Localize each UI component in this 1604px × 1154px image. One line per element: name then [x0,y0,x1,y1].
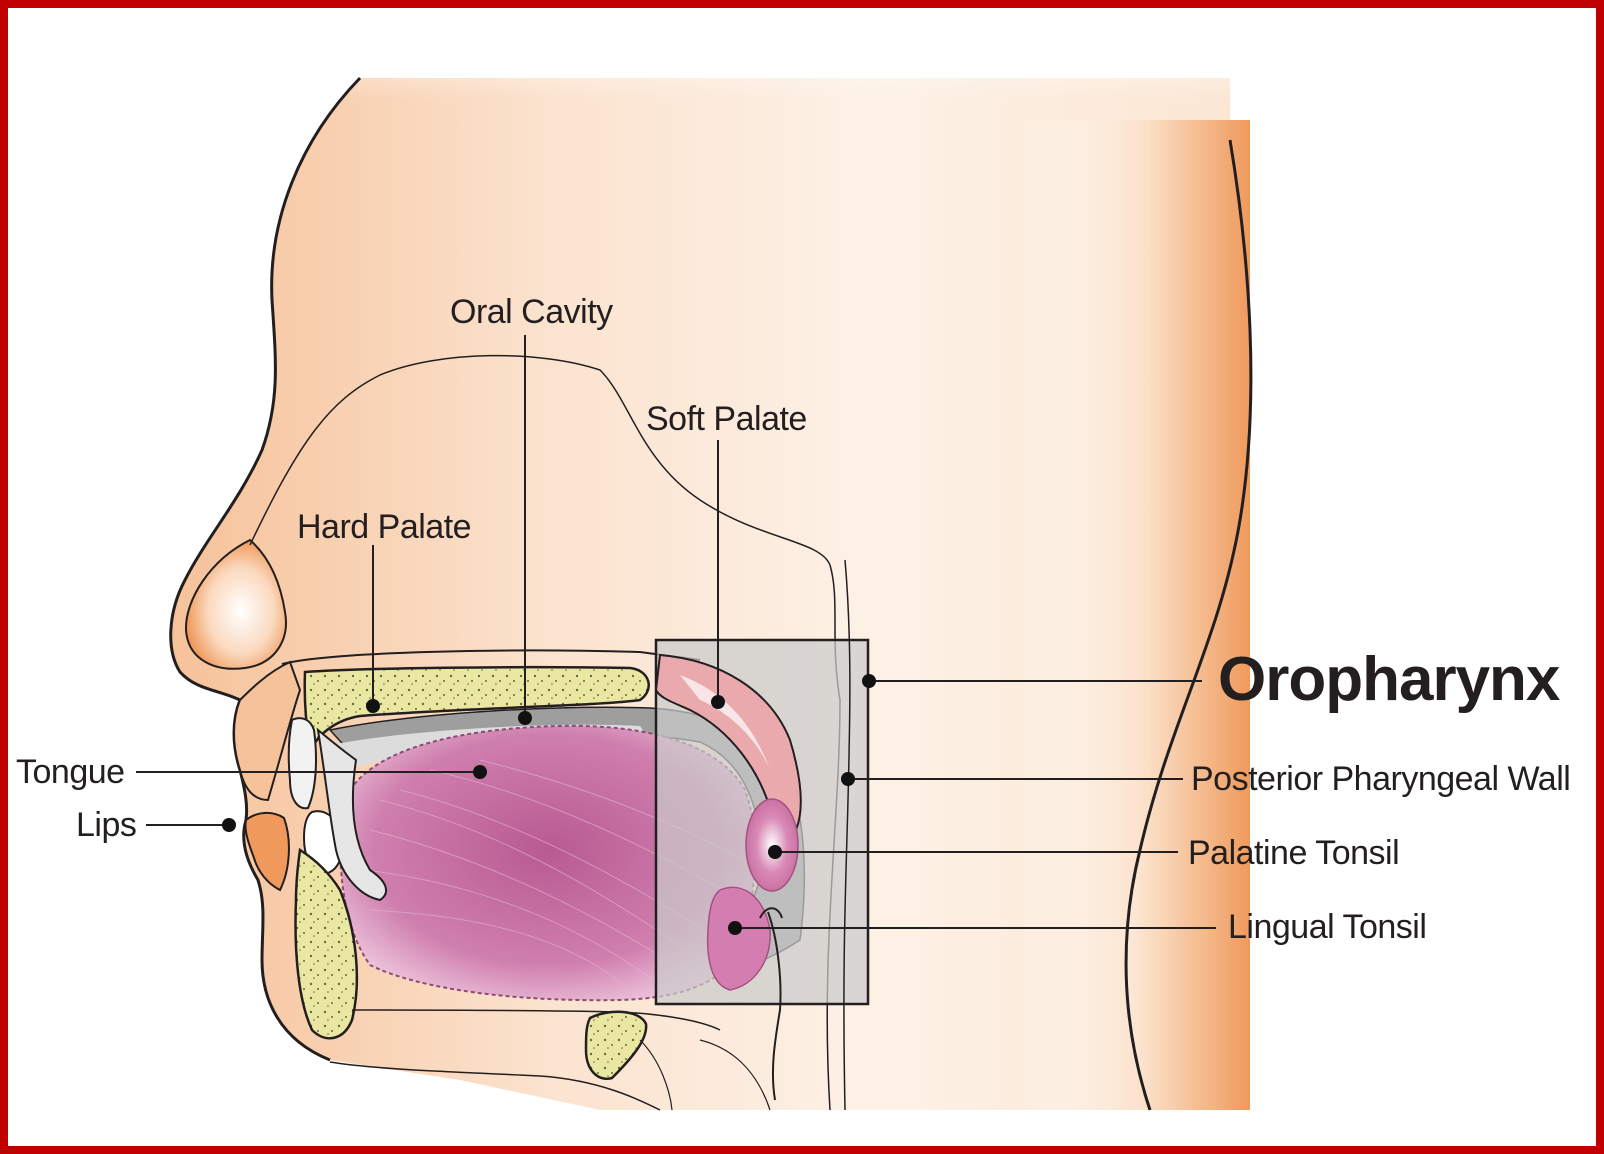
upper-incisor [289,718,316,808]
palatine-tonsil-shape [746,799,798,891]
label-posterior-pharyngeal-wall: Posterior Pharyngeal Wall [1191,760,1570,798]
label-tongue: Tongue [16,753,125,791]
label-oropharynx: Oropharynx [1218,645,1561,714]
top-fade [10,10,1595,310]
label-oral-cavity: Oral Cavity [450,293,613,331]
label-soft-palate: Soft Palate [646,400,807,438]
label-palatine-tonsil: Palatine Tonsil [1188,834,1399,872]
label-lips: Lips [76,806,136,844]
label-hard-palate: Hard Palate [297,508,471,546]
label-lingual-tonsil: Lingual Tonsil [1228,908,1426,946]
